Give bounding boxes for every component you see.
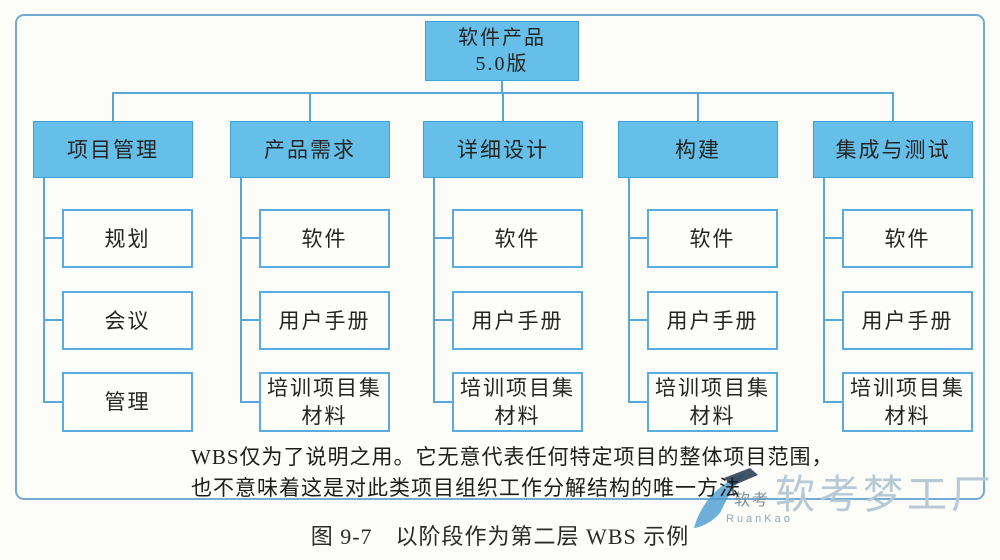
connector-line xyxy=(628,319,647,321)
work-item-box: 软件 xyxy=(842,209,973,268)
work-item-box: 用户手册 xyxy=(647,291,778,350)
work-item-box: 软件 xyxy=(259,209,390,268)
connector-line xyxy=(502,92,504,121)
work-item-box: 培训项目集材料 xyxy=(259,372,390,432)
connector-line xyxy=(823,401,842,403)
connector-line xyxy=(240,319,259,321)
connector-line xyxy=(433,319,452,321)
connector-line xyxy=(43,237,62,239)
work-item-box: 培训项目集材料 xyxy=(842,372,973,432)
figure-note-line1: WBS仅为了说明之用。它无意代表任何特定项目的整体项目范围， xyxy=(191,445,834,469)
phase-box-detailed-design: 详细设计 xyxy=(423,121,583,178)
phase-box-construction: 构建 xyxy=(618,121,778,178)
connector-line xyxy=(240,178,242,402)
work-item-box: 软件 xyxy=(647,209,778,268)
phase-box-integration-testing: 集成与测试 xyxy=(813,121,973,178)
figure-caption: 图 9-7 以阶段作为第二层 WBS 示例 xyxy=(310,524,690,549)
connector-line xyxy=(112,92,114,121)
connector-line xyxy=(240,237,259,239)
connector-line xyxy=(823,319,842,321)
work-item-box: 管理 xyxy=(62,372,193,432)
connector-line xyxy=(501,81,503,92)
phase-box-product-requirements: 产品需求 xyxy=(230,121,390,178)
root-box-title-line2: 5.0版 xyxy=(475,53,529,75)
connector-line xyxy=(433,178,435,402)
root-box: 软件产品 5.0版 xyxy=(425,21,579,81)
connector-line xyxy=(628,401,647,403)
work-item-box: 用户手册 xyxy=(259,291,390,350)
work-item-box: 培训项目集材料 xyxy=(452,372,583,432)
connector-line xyxy=(433,401,452,403)
phase-box-project-management: 项目管理 xyxy=(33,121,193,178)
connector-line xyxy=(628,178,630,402)
work-item-box: 培训项目集材料 xyxy=(647,372,778,432)
connector-line xyxy=(697,92,699,121)
connector-line xyxy=(43,319,62,321)
root-box-title-line1: 软件产品 xyxy=(458,27,546,49)
figure-note: WBS仅为了说明之用。它无意代表任何特定项目的整体项目范围， 也不意味着这是对此… xyxy=(191,442,834,504)
connector-line xyxy=(892,92,894,121)
connector-line xyxy=(240,401,259,403)
work-item-box: 规划 xyxy=(62,209,193,268)
connector-line xyxy=(823,178,825,402)
work-item-box: 用户手册 xyxy=(452,291,583,350)
work-item-box: 用户手册 xyxy=(842,291,973,350)
connector-line xyxy=(823,237,842,239)
connector-line xyxy=(309,92,311,121)
work-item-box: 软件 xyxy=(452,209,583,268)
connector-line xyxy=(433,237,452,239)
connector-line xyxy=(43,178,45,402)
work-item-box: 会议 xyxy=(62,291,193,350)
connector-line xyxy=(43,401,62,403)
connector-line xyxy=(628,237,647,239)
figure-note-line2: 也不意味着这是对此类项目组织工作分解结构的唯一方法 xyxy=(191,476,741,500)
figure-border xyxy=(15,14,985,500)
